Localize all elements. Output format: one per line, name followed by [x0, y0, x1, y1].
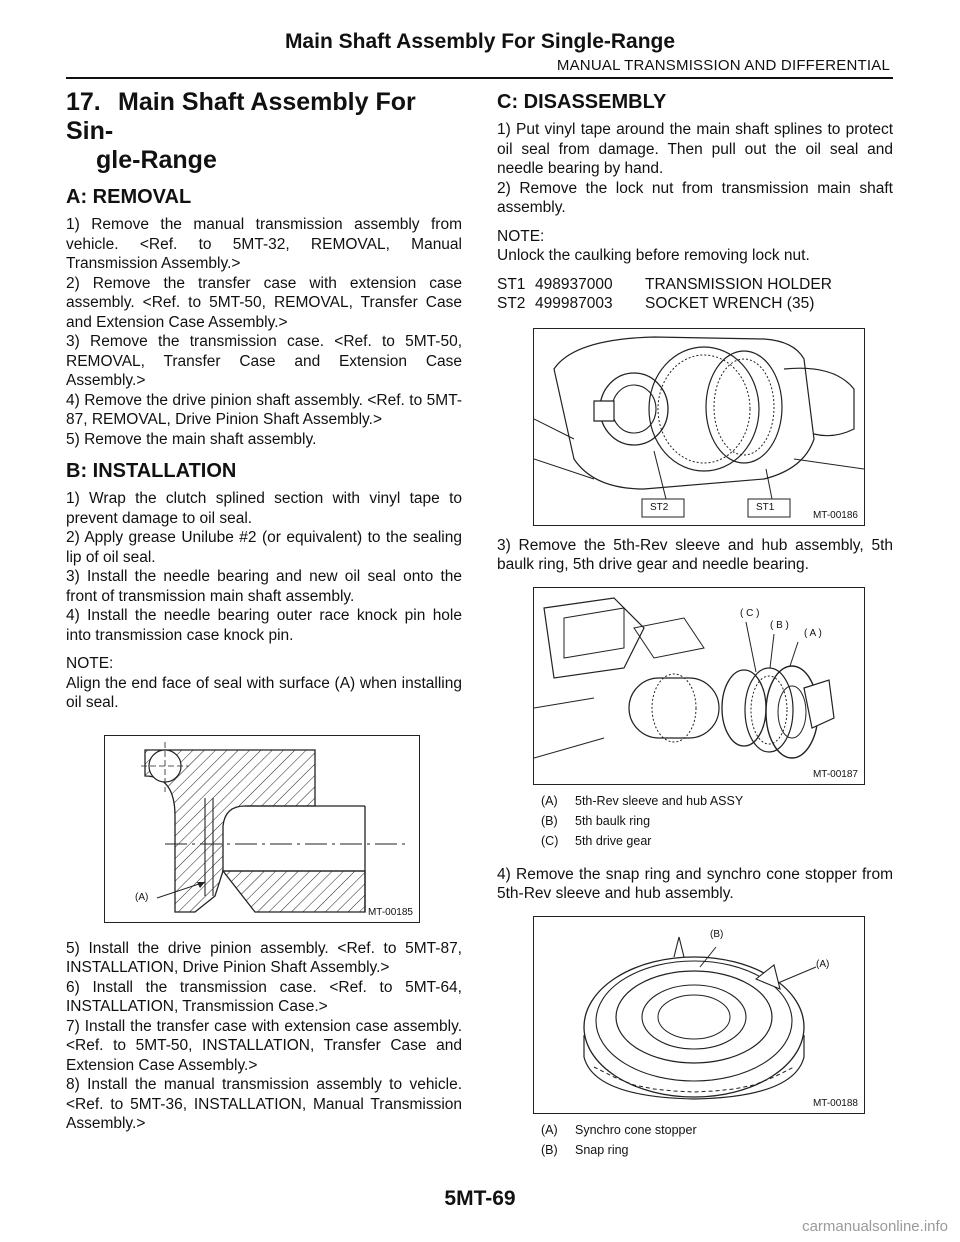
section-title-line2: gle-Range	[96, 146, 217, 174]
figure-id: MT-00185	[367, 906, 413, 918]
page-header-title: Main Shaft Assembly For Single-Range	[284, 30, 676, 53]
note-text: Align the end face of seal with surface …	[66, 674, 462, 712]
section-title: 17.Main Shaft Assembly For Sin- gle-Rang…	[66, 88, 462, 175]
page-header-subtitle: MANUAL TRANSMISSION AND DIFFERENTIAL	[556, 57, 890, 74]
disassembly-heading: C: DISASSEMBLY	[497, 91, 667, 113]
synchro-cone-drawing	[583, 936, 817, 1100]
legend-mt-00187: (A)5th-Rev sleeve and hub ASSY (B)5th ba…	[541, 791, 893, 851]
legend-item: (A)5th-Rev sleeve and hub ASSY	[541, 793, 744, 808]
installation-step: 6) Install the transmission case. <Ref. …	[66, 978, 462, 1016]
figure-label-a: (A)	[816, 958, 830, 970]
right-column: C: DISASSEMBLY 1) Put vinyl tape around …	[497, 88, 893, 1160]
disassembly-step: 1) Put vinyl tape around the main shaft …	[497, 121, 893, 177]
installation-step: 5) Install the drive pinion assembly. <R…	[66, 939, 462, 977]
tool-label-st1: ST1	[756, 501, 775, 513]
note-label: NOTE:	[497, 227, 545, 245]
section-number: 17.	[66, 88, 101, 116]
figure-label-a: ( A )	[804, 627, 822, 639]
note-text: Unlock the caulking before removing lock…	[497, 247, 810, 264]
left-column: 17.Main Shaft Assembly For Sin- gle-Rang…	[66, 88, 462, 1134]
installation-step: 8) Install the manual transmission assem…	[66, 1076, 462, 1132]
removal-step: 4) Remove the drive pinion shaft assembl…	[66, 391, 462, 429]
installation-step: 4) Install the needle bearing outer race…	[66, 607, 462, 644]
seal-cross-section-drawing	[141, 741, 405, 913]
watermark: carmanualsonline.info	[802, 1218, 948, 1235]
figure-id: MT-00188	[812, 1097, 858, 1109]
tool-row: ST2 499987003 SOCKET WRENCH (35)	[497, 295, 815, 312]
legend-mt-00188: (A)Synchro cone stopper (B)Snap ring	[541, 1120, 893, 1160]
page-number: 5MT-69	[444, 1187, 516, 1210]
figure-label-c: ( C )	[740, 607, 760, 619]
figure-id: MT-00187	[812, 768, 858, 780]
header-divider	[66, 77, 893, 79]
figure-mt-00185: (A) MT-00185	[104, 734, 420, 923]
removal-heading: A: REMOVAL	[66, 186, 192, 208]
removal-step: 3) Remove the transmission case. <Ref. t…	[66, 333, 462, 389]
installation-step: 7) Install the transfer case with extens…	[66, 1017, 462, 1074]
tool-list: ST1 498937000 TRANSMISSION HOLDER ST2 49…	[497, 275, 893, 314]
installation-step: 1) Wrap the clutch splined section with …	[66, 490, 462, 527]
figure-label-a: (A)	[135, 891, 149, 903]
figure-label-b: (B)	[710, 928, 724, 940]
installation-step: 2) Apply grease Unilube #2 (or equivalen…	[66, 529, 462, 566]
figure-mt-00187: ( C ) ( B ) ( A ) MT-00187	[533, 586, 865, 785]
tool-label-st2: ST2	[650, 501, 669, 513]
removal-step: 1) Remove the manual transmission assemb…	[66, 216, 462, 272]
figure-mt-00188: (B) (A) MT-00188	[533, 915, 865, 1114]
legend-item: (C)5th drive gear	[541, 833, 652, 848]
sleeve-hub-drawing	[533, 596, 835, 759]
removal-step: 2) Remove the transfer case with extensi…	[66, 274, 462, 331]
disassembly-step: 3) Remove the 5th-Rev sleeve and hub ass…	[497, 536, 893, 574]
removal-step: 5) Remove the main shaft assembly.	[66, 430, 317, 448]
installation-step: 3) Install the needle bearing and new oi…	[66, 568, 462, 605]
figure-mt-00186: ST2 ST1 MT-00186	[533, 327, 865, 526]
note-label: NOTE:	[66, 655, 114, 672]
disassembly-step: 2) Remove the lock nut from transmission…	[497, 179, 893, 217]
legend-item: (A)Synchro cone stopper	[541, 1122, 697, 1137]
legend-item: (B)5th baulk ring	[541, 813, 651, 828]
tool-row: ST1 498937000 TRANSMISSION HOLDER	[497, 275, 832, 293]
figure-id: MT-00186	[812, 509, 858, 521]
transmission-holder-drawing	[533, 335, 865, 517]
section-title-line1: Main Shaft Assembly For Sin-	[66, 88, 416, 145]
installation-heading: B: INSTALLATION	[66, 460, 237, 482]
disassembly-step: 4) Remove the snap ring and synchro cone…	[497, 865, 893, 903]
legend-item: (B)Snap ring	[541, 1142, 629, 1157]
figure-label-b: ( B )	[770, 619, 789, 631]
